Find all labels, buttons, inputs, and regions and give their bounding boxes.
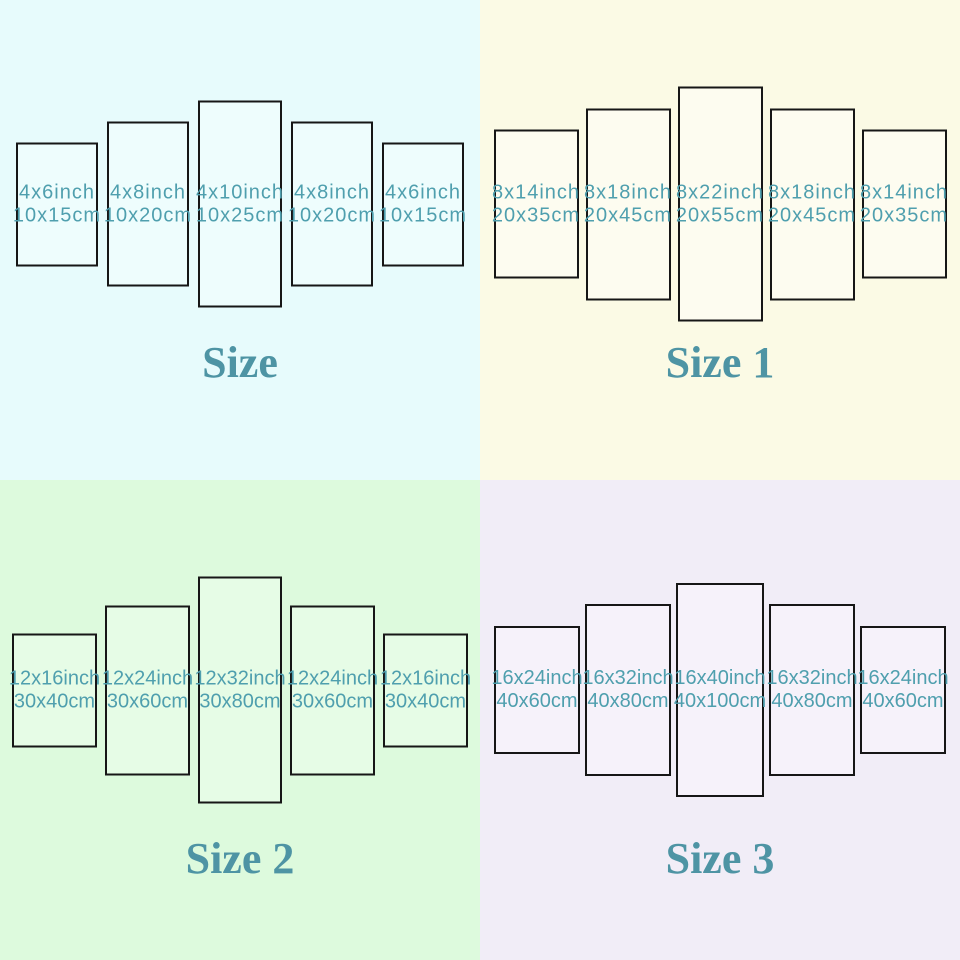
panel-inch-label: 16x24inch [491,667,583,689]
panel-cm-label: 10x20cm [103,204,193,226]
panel-inch-label: 4x8inch [294,181,370,203]
panel-inch-label: 12x24inch [101,667,194,689]
panel-cm-label: 30x60cm [291,690,374,712]
quadrant-title: Size [202,338,278,387]
panel-inch-label: 4x8inch [110,181,186,203]
panel-inch-label: 12x24inch [286,667,379,689]
panel-cm-label: 10x15cm [12,204,102,226]
panel-cm-label: 40x80cm [587,690,669,712]
panel-inch-label: 16x40inch [674,667,766,689]
panel-cm-label: 10x20cm [287,204,377,226]
panel-inch-label: 16x24inch [857,667,949,689]
panel-cm-label: 20x45cm [767,204,857,226]
panel-inch-label: 16x32inch [766,667,858,689]
quadrant-title: Size 2 [185,834,295,883]
panel-cm-label: 20x45cm [583,204,673,226]
panel-cm-label: 30x80cm [199,690,281,712]
panel-cm-label: 30x40cm [13,690,96,712]
panel-cm-label: 10x15cm [378,204,468,226]
panel-inch-label: 12x32inch [194,667,286,689]
quadrant-title: Size 1 [665,338,775,387]
panel-cm-label: 40x60cm [496,690,578,712]
panel-inch-label: 8x14inch [491,181,581,203]
panel-cm-label: 40x100cm [673,690,767,712]
panel-inch-label: 8x18inch [583,181,673,203]
panel-cm-label: 20x55cm [675,204,765,226]
panel-inch-label: 8x14inch [859,181,949,203]
panel-inch-label: 12x16inch [379,667,472,689]
panel-inch-label: 4x6inch [385,181,461,203]
panel-cm-label: 30x40cm [384,690,467,712]
quadrant-title: Size 3 [665,834,775,883]
panel-cm-label: 40x60cm [862,690,944,712]
panel-inch-label: 12x16inch [8,667,101,689]
panel-cm-label: 20x35cm [859,204,949,226]
panel-inch-label: 4x10inch [195,181,285,203]
panel-cm-label: 20x35cm [491,204,581,226]
panel-cm-label: 40x80cm [771,690,853,712]
panel-inch-label: 16x32inch [582,667,674,689]
panel-inch-label: 8x18inch [767,181,857,203]
panel-inch-label: 4x6inch [19,181,95,203]
panel-cm-label: 30x60cm [106,690,189,712]
panel-inch-label: 8x22inch [675,181,765,203]
panel-cm-label: 10x25cm [195,204,285,226]
